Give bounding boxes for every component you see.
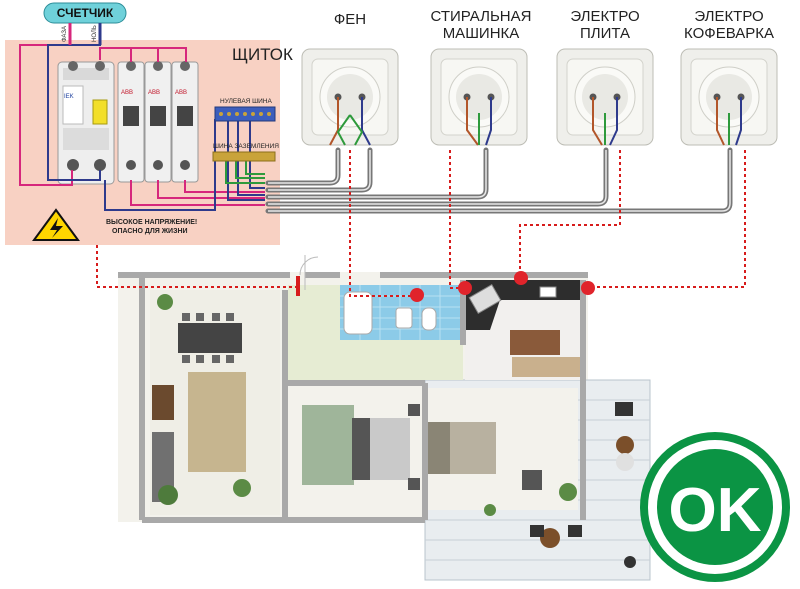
zero-label: НОЛЬ — [92, 25, 98, 42]
breaker-brand-3: ABB — [175, 90, 187, 96]
meter-label: СЧЕТЧИК — [57, 6, 114, 20]
neutral-bus-label: НУЛЕВАЯ ШИНА — [220, 98, 272, 105]
socket-label-4-line1: ЭЛЕКТРО — [694, 8, 763, 25]
panel-title: ЩИТОК — [232, 45, 293, 64]
ok-badge: OK — [640, 432, 790, 582]
socket-label-2-line1: СТИРАЛЬНАЯ — [431, 8, 532, 25]
socket-coffee-maker: ЭЛЕКТРО КОФЕВАРКА — [680, 8, 778, 146]
socket-label-1-line1: ФЕН — [334, 11, 366, 28]
ok-badge-text: OK — [669, 476, 762, 545]
floor-plan — [118, 255, 651, 581]
socket-electric-stove: ЭЛЕКТРО ПЛИТА — [556, 8, 654, 146]
cable-routes — [96, 150, 746, 297]
breaker-2: ABB — [144, 61, 172, 183]
ground-bus-label: ШИНА ЗАЗЕМЛЕНИЯ — [213, 143, 279, 150]
socket-label-4-line2: КОФЕВАРКА — [684, 25, 774, 42]
breaker-brand-1: ABB — [121, 90, 133, 96]
rcd-brand: IEK — [64, 94, 74, 100]
ground-wires — [225, 160, 265, 184]
breaker-1: ABB — [117, 61, 145, 183]
warning-line2: ОПАСНО ДЛЯ ЖИЗНИ — [112, 228, 188, 235]
breaker-3: ABB — [171, 61, 199, 183]
socket-washing-machine: СТИРАЛЬНАЯ МАШИНКА — [430, 8, 532, 146]
breaker-brand-2: ABB — [148, 90, 160, 96]
meter: СЧЕТЧИК ФАЗА НОЛЬ — [43, 2, 127, 45]
socket-label-3-line1: ЭЛЕКТРО — [570, 8, 639, 25]
high-voltage-warning-icon — [32, 208, 80, 241]
rcd-device: IEK — [57, 61, 115, 185]
socket-hairdryer: ФЕН — [301, 11, 399, 146]
socket-label-3-line2: ПЛИТА — [580, 25, 630, 42]
ground-bus — [212, 151, 276, 162]
electrical-panel: ЩИТОК IEK ABB ABB — [5, 30, 293, 245]
warning-line1: ВЫСОКОЕ НАПРЯЖЕНИЕ! — [106, 219, 197, 226]
socket-location-markers — [410, 271, 595, 302]
phase-label: ФАЗА — [62, 26, 68, 42]
socket-label-2-line2: МАШИНКА — [443, 25, 520, 42]
